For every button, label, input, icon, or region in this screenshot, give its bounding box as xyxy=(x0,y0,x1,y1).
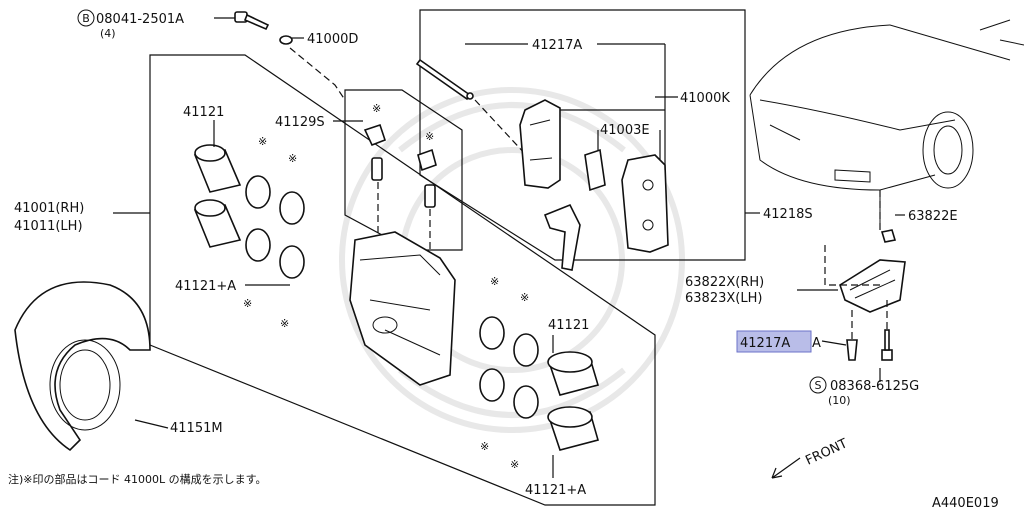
bracket-nut xyxy=(880,229,897,243)
diagram-id: A440E019 xyxy=(932,496,999,510)
bracket-pin xyxy=(846,339,858,361)
asterisk-6: ※ xyxy=(280,317,289,330)
circle-b-marker: B xyxy=(77,9,95,27)
label-piston-upper[interactable]: 41121 xyxy=(183,105,224,120)
bracket-assembly xyxy=(839,259,906,313)
circle-s-text: S xyxy=(815,379,822,392)
asterisk-7: ※ xyxy=(490,275,499,288)
asterisk-1: ※ xyxy=(258,135,267,148)
asterisk-4: ※ xyxy=(425,130,434,143)
label-pin-highlight[interactable]: 41217A xyxy=(740,336,790,351)
seal-rings-left xyxy=(245,175,305,279)
guide-pin xyxy=(415,58,474,101)
label-front: FRONT xyxy=(803,436,850,468)
pad-retainer-spring xyxy=(543,203,581,271)
asterisk-9: ※ xyxy=(480,440,489,453)
asterisk-markers: ※ ※ ※ ※ ※ ※ ※ ※ ※ ※ xyxy=(243,102,529,471)
seal-rings-right xyxy=(479,316,539,419)
leader-lines xyxy=(113,17,905,478)
label-piston-lower-left[interactable]: 41121+A xyxy=(175,279,236,294)
piston-lower-left xyxy=(193,199,242,248)
circle-s-marker: S xyxy=(809,376,827,394)
asterisk-2: ※ xyxy=(288,152,297,165)
circle-b-text: B xyxy=(82,12,90,25)
seal-kit-parts xyxy=(363,123,437,208)
car-illustration xyxy=(749,19,1024,230)
front-arrow xyxy=(771,457,801,479)
label-bolt-08041-qty: (4) xyxy=(100,27,116,40)
label-dust-shield[interactable]: 41151M xyxy=(170,421,223,436)
label-hardware[interactable]: 41218S xyxy=(763,207,813,222)
label-pin[interactable]: 41217A xyxy=(532,38,582,53)
brake-pad-inner xyxy=(621,154,669,253)
bracket-bolt xyxy=(881,329,893,361)
washer-41000d xyxy=(279,35,293,45)
label-shim[interactable]: 41003E xyxy=(600,123,650,138)
label-bolt-08368-qty: (10) xyxy=(828,394,851,407)
brake-pad-outer xyxy=(519,99,561,189)
asterisk-3: ※ xyxy=(372,102,381,115)
part-labels: 08041-2501A (4) 41000D 41217A 41000K 410… xyxy=(8,12,999,510)
footnote: 注)※印の部品はコード 41000L の構成を示します。 xyxy=(8,472,267,486)
label-bolt-08368[interactable]: 08368-6125G xyxy=(830,379,919,394)
asterisk-8: ※ xyxy=(520,291,529,304)
label-bracket-rh[interactable]: 63822X(RH) xyxy=(685,275,764,290)
label-piston-right-lower[interactable]: 41121+A xyxy=(525,483,586,498)
piston-upper-right xyxy=(547,351,600,396)
piston-upper-left xyxy=(193,144,242,193)
asterisk-10: ※ xyxy=(510,458,519,471)
label-pad-kit[interactable]: 41000K xyxy=(680,91,730,106)
label-pin-highlight-suffix: A xyxy=(812,336,821,351)
anti-squeal-shim xyxy=(584,148,606,192)
label-piston-right-upper[interactable]: 41121 xyxy=(548,318,589,333)
label-caliper-rh[interactable]: 41001(RH) xyxy=(14,201,84,216)
label-bolt-08041[interactable]: 08041-2501A xyxy=(96,12,184,27)
label-bracket-nut[interactable]: 63822E xyxy=(908,209,958,224)
bolt-08041 xyxy=(234,11,270,31)
piston-lower-right xyxy=(547,406,599,451)
label-washer[interactable]: 41000D xyxy=(307,32,358,47)
dust-shield xyxy=(14,281,151,452)
asterisk-5: ※ xyxy=(243,297,252,310)
label-seal-kit[interactable]: 41129S xyxy=(275,115,325,130)
label-caliper-lh[interactable]: 41011(LH) xyxy=(14,219,83,234)
part-highlight[interactable] xyxy=(736,330,812,353)
caliper-body xyxy=(349,231,456,386)
label-bracket-lh[interactable]: 63823X(LH) xyxy=(685,291,762,306)
